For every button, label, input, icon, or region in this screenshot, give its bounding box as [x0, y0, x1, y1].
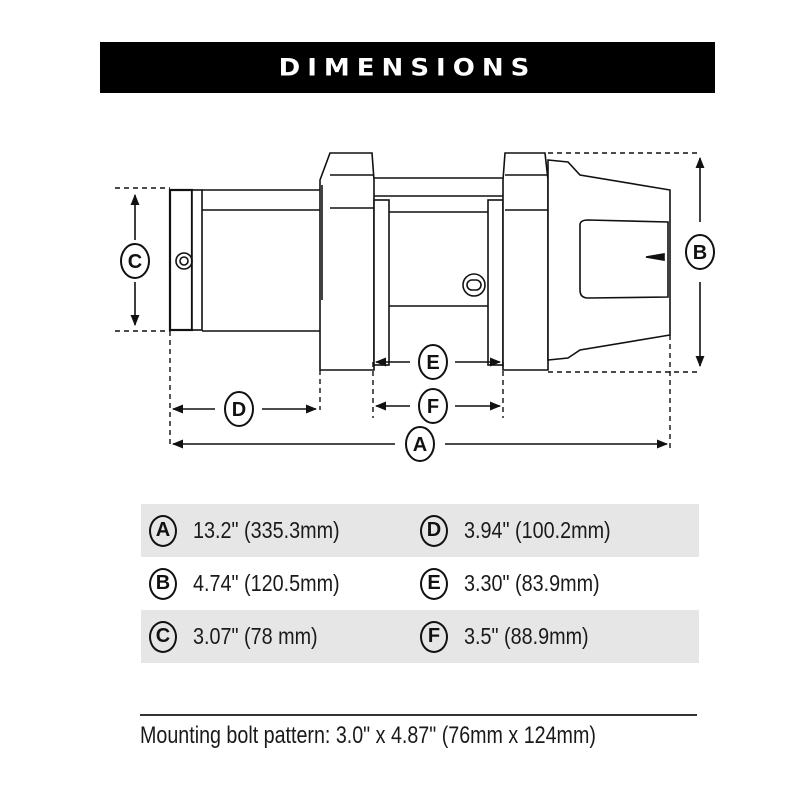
- svg-text:C: C: [128, 251, 142, 273]
- winch-drawing: [168, 152, 671, 371]
- spec-cell-e: E 3.30" (83.9mm): [272, 557, 600, 610]
- badge-f: F: [420, 620, 448, 653]
- spec-row: B 4.74" (120.5mm) E 3.30" (83.9mm): [141, 557, 699, 610]
- spec-value-c: 3.07" (78 mm): [193, 623, 318, 649]
- spec-value-a: 13.2" (335.3mm): [193, 517, 340, 543]
- divider-line: [140, 714, 697, 716]
- badge-b: B: [149, 567, 177, 600]
- label-b: B: [685, 234, 715, 270]
- spec-value-b: 4.74" (120.5mm): [193, 570, 340, 596]
- label-a: A: [405, 426, 435, 462]
- spec-row: A 13.2" (335.3mm) D 3.94" (100.2mm): [141, 504, 699, 557]
- label-f: F: [418, 388, 448, 424]
- spec-value-d: 3.94" (100.2mm): [464, 517, 611, 543]
- label-c: C: [120, 243, 150, 279]
- spec-cell-f: F 3.5" (88.9mm): [272, 610, 589, 663]
- spec-row: C 3.07" (78 mm) F 3.5" (88.9mm): [141, 610, 699, 663]
- svg-text:A: A: [413, 434, 427, 456]
- winch-dimension-diagram: C B D E F A: [115, 152, 715, 462]
- header-bar: DIMENSIONS: [100, 42, 715, 93]
- svg-text:E: E: [426, 352, 439, 374]
- label-d: D: [224, 391, 254, 427]
- spec-value-f: 3.5" (88.9mm): [464, 623, 589, 649]
- badge-a: A: [149, 514, 177, 547]
- badge-d: D: [420, 514, 448, 547]
- spec-cell-d: D 3.94" (100.2mm): [272, 504, 611, 557]
- svg-text:D: D: [232, 399, 246, 421]
- badge-c: C: [149, 620, 177, 653]
- svg-text:B: B: [693, 242, 707, 264]
- badge-e: E: [420, 567, 448, 600]
- mounting-bolt-pattern-note: Mounting bolt pattern: 3.0" x 4.87" (76m…: [140, 722, 596, 749]
- spec-value-e: 3.30" (83.9mm): [464, 570, 600, 596]
- label-e: E: [418, 344, 448, 380]
- dimension-spec-table: A 13.2" (335.3mm) D 3.94" (100.2mm) B 4.…: [141, 504, 699, 663]
- page-title: DIMENSIONS: [278, 53, 537, 82]
- spec-cell-c: C 3.07" (78 mm): [141, 610, 420, 663]
- svg-text:F: F: [427, 396, 439, 418]
- spec-cell-a: A 13.2" (335.3mm): [141, 504, 420, 557]
- spec-cell-b: B 4.74" (120.5mm): [141, 557, 420, 610]
